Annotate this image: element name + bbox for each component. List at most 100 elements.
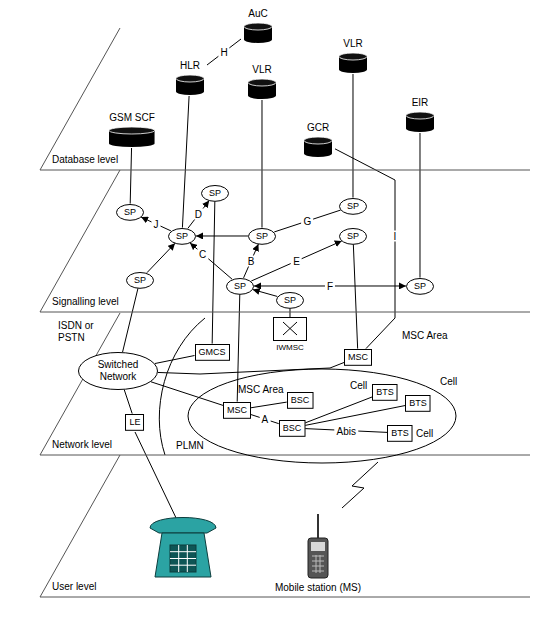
interface-label: G	[302, 215, 314, 226]
ellipse-outline	[339, 228, 366, 244]
connector	[207, 39, 241, 65]
node-label: SP	[414, 281, 426, 292]
connector	[182, 96, 189, 228]
region-label: Cell	[416, 428, 433, 440]
band-outline	[40, 313, 530, 455]
cylinder-top	[406, 112, 434, 119]
node-label: User level	[52, 581, 96, 593]
cylinder-top	[244, 23, 272, 30]
connector	[141, 217, 171, 231]
keys	[312, 555, 324, 573]
interface-label: J	[151, 218, 160, 229]
network-element: BTS	[372, 384, 398, 401]
ellipse-outline	[116, 204, 143, 220]
node-label: AuC	[248, 8, 267, 20]
node-label: SP	[209, 188, 221, 199]
box-outline	[406, 395, 431, 411]
band-outline	[40, 28, 530, 170]
cylinder-top	[339, 53, 367, 60]
interface-label: E	[291, 255, 302, 266]
node-label: BSC	[291, 395, 310, 406]
signalling-point: SP	[248, 228, 276, 245]
box-outline	[345, 349, 372, 365]
node-label: BTS	[376, 387, 394, 398]
box-outline	[195, 344, 229, 360]
screen	[311, 542, 325, 551]
node-label: IWMSC	[276, 343, 304, 353]
keypad-grid	[170, 545, 196, 572]
level-band: Database levelAuCHLRVLRVLRGSM SCFGCREIR	[40, 28, 530, 170]
connector	[305, 406, 405, 426]
node-label: BSC	[283, 423, 302, 434]
database-cylinder: EIR	[403, 97, 437, 133]
connector	[196, 235, 248, 236]
node-label: VLR	[252, 64, 271, 76]
region-label: PLMN	[176, 440, 204, 452]
interface-label: F	[325, 280, 335, 291]
area-outline	[188, 369, 456, 463]
subscriber-line	[135, 432, 178, 522]
signalling-point: SP	[168, 228, 196, 245]
connector	[130, 148, 131, 204]
connector	[123, 288, 138, 352]
region-label: ISDN or PSTN	[58, 320, 104, 344]
connector	[155, 356, 195, 364]
connector	[335, 149, 395, 349]
interface-label: A	[260, 414, 271, 425]
node-label: Switched Network	[91, 359, 145, 383]
database-cylinder: GCR	[301, 122, 335, 158]
interface-label: C	[197, 248, 208, 259]
connector	[151, 382, 223, 406]
node-label: GSM SCF	[109, 112, 155, 124]
keypad	[170, 545, 196, 572]
interface-label: D	[193, 209, 204, 220]
signalling-point: SP	[126, 272, 154, 289]
connector	[261, 100, 262, 228]
connector	[190, 243, 232, 279]
node-label: Database level	[52, 154, 118, 166]
ellipse-outline	[339, 198, 366, 214]
connector	[124, 390, 132, 414]
connector	[212, 201, 215, 343]
database-cylinder: VLR	[245, 64, 279, 100]
network-element: BSC	[279, 420, 306, 437]
mobile-illustration	[308, 514, 328, 578]
band-shape	[40, 455, 530, 597]
ellipse-outline	[126, 272, 153, 288]
network-element: MSC	[344, 349, 372, 366]
region-label: Cell	[440, 376, 457, 388]
level-band: Signalling levelSPSPSPSPSPSPSPSPSPSP	[40, 170, 530, 312]
interface-label: H	[218, 47, 229, 58]
network-element: BTS	[387, 425, 413, 442]
connector	[251, 415, 279, 424]
node-label: Network level	[52, 439, 112, 451]
box-outline	[126, 414, 144, 430]
connector	[147, 243, 175, 272]
network-element: LE	[125, 414, 144, 431]
node-label: GMCS	[199, 347, 226, 358]
box-outline	[388, 425, 413, 441]
connector	[289, 308, 290, 317]
region-label: Cell	[350, 380, 367, 392]
node-label: MSC	[348, 352, 368, 363]
connector	[251, 402, 287, 408]
cylinder-top	[304, 137, 332, 144]
band-shape	[40, 28, 530, 170]
network-element: BTS	[405, 395, 431, 412]
node-label: SP	[234, 281, 246, 292]
region-label: MSC Area	[402, 330, 448, 342]
box-outline	[274, 318, 307, 341]
connector	[158, 362, 344, 374]
node-label: MSC	[227, 405, 247, 416]
region-label: Mobile station (MS)	[268, 582, 368, 594]
node-label: LE	[129, 417, 140, 428]
database-cylinder: GSM SCF	[106, 112, 158, 148]
node-label: HLR	[180, 60, 200, 72]
ellipse-outline	[226, 278, 253, 294]
box-outline	[279, 420, 305, 436]
node-label: SP	[134, 275, 146, 286]
interworking-msc: IWMSC	[273, 317, 307, 353]
band-outline	[40, 170, 530, 312]
antenna	[317, 514, 319, 540]
box-outline	[224, 402, 251, 418]
